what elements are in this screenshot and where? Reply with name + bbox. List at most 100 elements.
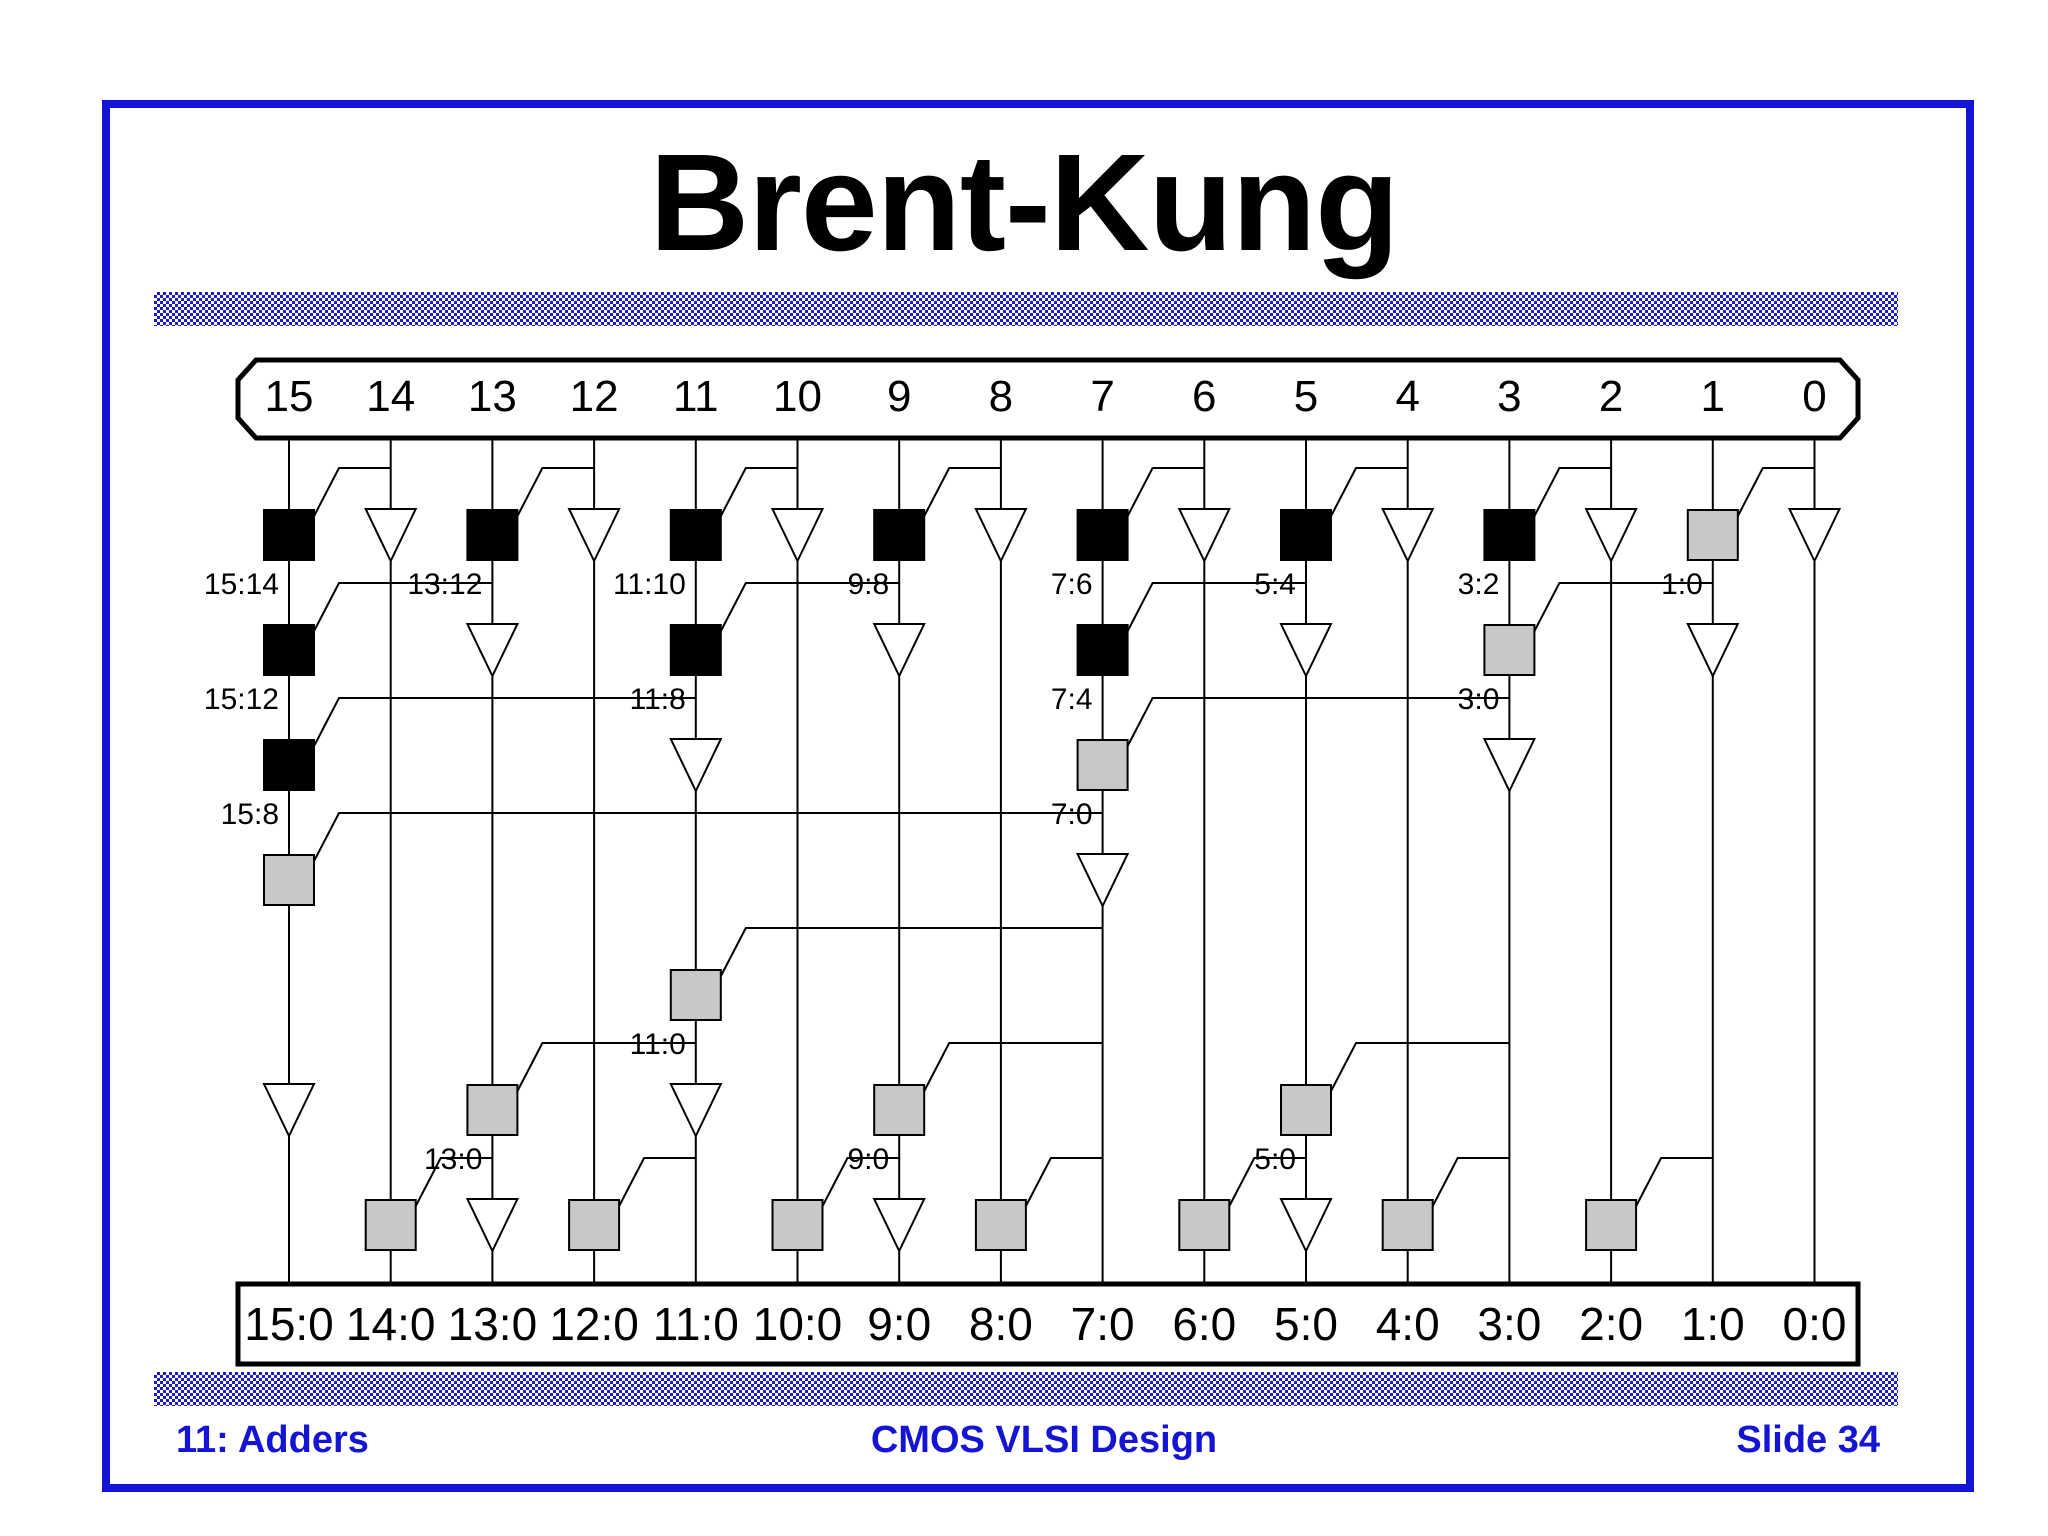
carry-wire [819, 1157, 900, 1211]
gray-cell [1483, 624, 1536, 676]
input-bit-label: 0 [1802, 372, 1826, 421]
buffer-triangle [872, 623, 926, 679]
signal-label: 13:0 [424, 1143, 482, 1176]
input-bit-label: 6 [1192, 372, 1216, 421]
top-pattern-bar [154, 292, 1898, 326]
buffer-triangle [1686, 623, 1740, 679]
signal-label: 9:8 [847, 568, 889, 601]
buffer-triangle [770, 508, 825, 564]
slide-frame [102, 100, 1974, 1492]
carry-wire [1734, 467, 1815, 521]
output-bit-label: 5:0 [1274, 1298, 1338, 1350]
cells-layer [262, 508, 1842, 1254]
input-bit-label: 15 [265, 372, 314, 421]
black-cell [466, 509, 519, 561]
wires-layer [288, 438, 1816, 1284]
output-bit-label: 4:0 [1376, 1298, 1440, 1350]
output-bit-label: 1:0 [1681, 1298, 1745, 1350]
input-bit-label: 8 [989, 372, 1013, 421]
gray-cell [364, 1199, 417, 1251]
slide-title: Brent-Kung [649, 126, 1400, 280]
gray-cell [1381, 1199, 1434, 1251]
black-cell [1076, 624, 1129, 676]
carry-wire [1124, 582, 1306, 636]
gray-cell [1280, 1084, 1332, 1136]
carry-wire [1429, 1157, 1510, 1211]
output-bus [235, 1281, 1861, 1367]
output-bit-label: 0:0 [1783, 1298, 1847, 1350]
gray-cell [873, 1084, 926, 1136]
signal-label: 5:4 [1254, 568, 1296, 601]
carry-wire [1023, 1157, 1103, 1211]
gray-cell [1585, 1199, 1638, 1251]
output-bit-label: 10:0 [753, 1298, 843, 1350]
input-bit-label: 10 [773, 372, 822, 421]
output-bit-label: 9:0 [867, 1298, 931, 1350]
carry-wire [1328, 467, 1408, 521]
input-bit-label: 9 [887, 372, 911, 421]
signal-label: 9:0 [847, 1143, 889, 1176]
output-bit-label: 13:0 [448, 1298, 538, 1350]
buffer-triangle [1279, 1198, 1333, 1254]
carry-wire [311, 467, 391, 521]
carry-wire [717, 927, 1103, 981]
footer-chapter: 11: Adders [176, 1419, 369, 1461]
output-bit-label: 6:0 [1172, 1298, 1236, 1350]
carry-wire [311, 582, 493, 636]
input-bit-label: 2 [1599, 372, 1623, 421]
input-bit-label: 11 [673, 372, 719, 421]
bottom-pattern-bar [154, 1372, 1898, 1406]
buffer-triangle [1787, 508, 1842, 564]
signal-label: 3:2 [1458, 568, 1500, 601]
signal-label: 11:10 [613, 568, 686, 601]
carry-wire [1531, 467, 1612, 521]
buffer-triangle [669, 1083, 723, 1139]
signal-label: 3:0 [1458, 683, 1500, 716]
buffer-triangle [974, 508, 1028, 564]
black-cell [873, 509, 926, 561]
carry-wire [1226, 1157, 1306, 1211]
signal-label: 7:4 [1051, 683, 1093, 716]
buffer-triangle [465, 623, 519, 679]
black-cell [263, 509, 315, 561]
input-bit-label: 14 [366, 372, 415, 421]
gray-cell [466, 1084, 519, 1136]
carry-wire [921, 1042, 1103, 1096]
signal-label: 5:0 [1254, 1143, 1296, 1176]
buffer-triangle [1279, 623, 1333, 679]
input-bit-label: 4 [1395, 372, 1419, 421]
buffer-triangle [872, 1198, 926, 1254]
input-bit-label: 13 [468, 372, 517, 421]
buffer-triangle [465, 1198, 519, 1254]
carry-wire [717, 582, 900, 636]
gray-cell [771, 1199, 824, 1251]
input-bit-label: 5 [1294, 372, 1318, 421]
carry-wire [1633, 1157, 1713, 1211]
gray-cell [974, 1199, 1027, 1251]
gray-cell [568, 1199, 621, 1251]
buffer-triangle [669, 738, 723, 794]
carry-wire [412, 1157, 493, 1211]
buffer-triangle [364, 508, 418, 564]
signal-label: 15:12 [204, 683, 279, 716]
output-bit-label: 14:0 [346, 1298, 436, 1350]
gray-cell [263, 854, 315, 906]
gray-cell [1076, 739, 1129, 791]
input-bit-label: 12 [570, 372, 619, 421]
gray-cell [1178, 1199, 1231, 1251]
footer-slide-number: Slide 34 [1736, 1419, 1880, 1461]
output-bit-label: 15:0 [244, 1298, 334, 1350]
signal-label: 13:12 [407, 568, 482, 601]
black-cell [263, 739, 315, 791]
input-bit-label: 3 [1497, 372, 1521, 421]
carry-wire [1124, 467, 1205, 521]
buffer-triangle [262, 1083, 316, 1139]
buffer-triangle [1076, 853, 1130, 909]
output-bit-label: 12:0 [549, 1298, 639, 1350]
gray-cell [1686, 509, 1739, 561]
carry-wire [717, 467, 798, 521]
signal-label: 11:0 [630, 1028, 686, 1061]
input-bit-label: 1 [1701, 372, 1725, 421]
buffer-triangle [1482, 738, 1536, 794]
